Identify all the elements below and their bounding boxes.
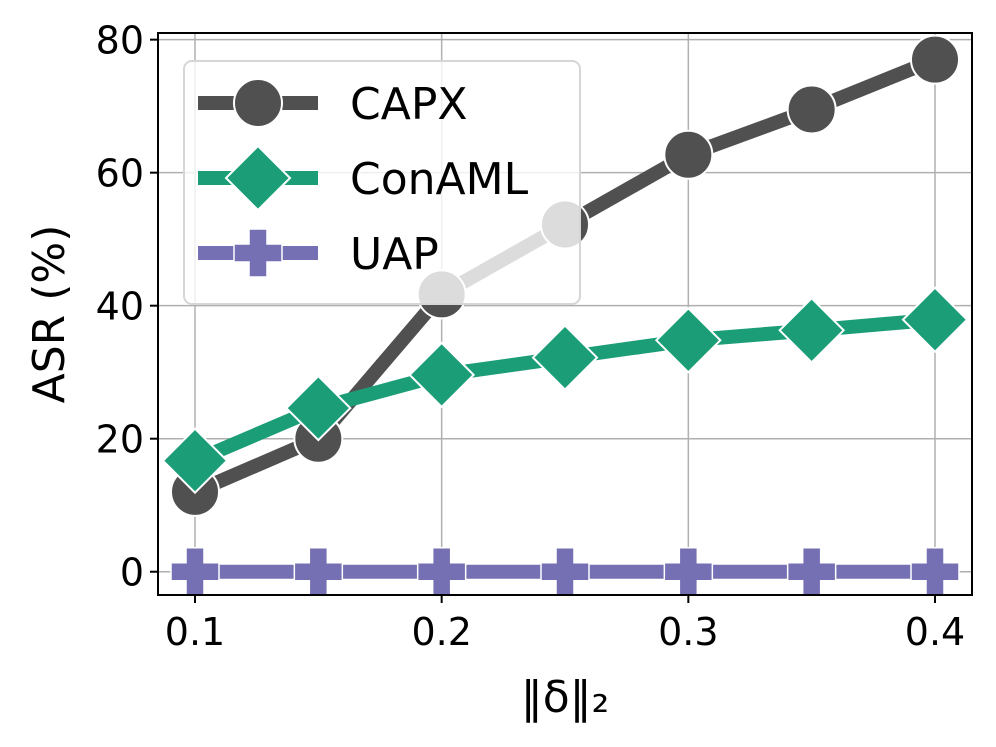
data-point	[408, 341, 476, 409]
data-point	[663, 129, 714, 180]
data-point	[663, 546, 714, 597]
legend-marker	[233, 78, 283, 128]
data-point	[910, 546, 960, 597]
y-tick-label: 80	[96, 19, 144, 63]
y-axis-label: ASR (%)	[24, 225, 75, 404]
data-point	[540, 546, 590, 597]
x-tick-label: 0.4	[905, 610, 965, 654]
legend: CAPX ConAML UAP	[183, 60, 581, 305]
x-tick-label: 0.3	[658, 610, 718, 654]
plot-series	[161, 34, 969, 597]
data-point	[416, 546, 467, 597]
data-point	[161, 427, 229, 495]
data-point	[170, 546, 220, 597]
y-tick-label: 60	[96, 152, 144, 196]
data-point	[293, 546, 344, 597]
data-point	[901, 286, 969, 354]
data-point	[786, 84, 837, 135]
series-uap	[170, 546, 960, 597]
legend-label: CAPX	[350, 79, 468, 130]
plot-area	[157, 32, 973, 596]
data-point	[910, 34, 960, 85]
series-conaml	[161, 286, 969, 495]
legend-box	[183, 60, 581, 305]
axes: 0.1 0.2 0.3 0.4 0 20 40 60 80	[96, 19, 966, 654]
legend-marker	[224, 144, 292, 212]
data-point	[531, 324, 599, 391]
x-tick-label: 0.1	[165, 610, 225, 654]
data-point	[778, 296, 846, 364]
x-axis-label: ‖δ‖₂	[521, 672, 610, 723]
y-tick-label: 20	[96, 418, 144, 462]
x-tick-label: 0.2	[411, 610, 471, 654]
legend-label: ConAML	[350, 154, 529, 205]
data-point	[654, 306, 722, 374]
y-tick-label: 0	[120, 551, 144, 595]
legend-label: UAP	[350, 229, 439, 280]
data-point	[786, 546, 837, 597]
y-tick-label: 40	[96, 285, 144, 329]
legend-marker	[233, 228, 283, 278]
data-point	[284, 374, 352, 442]
